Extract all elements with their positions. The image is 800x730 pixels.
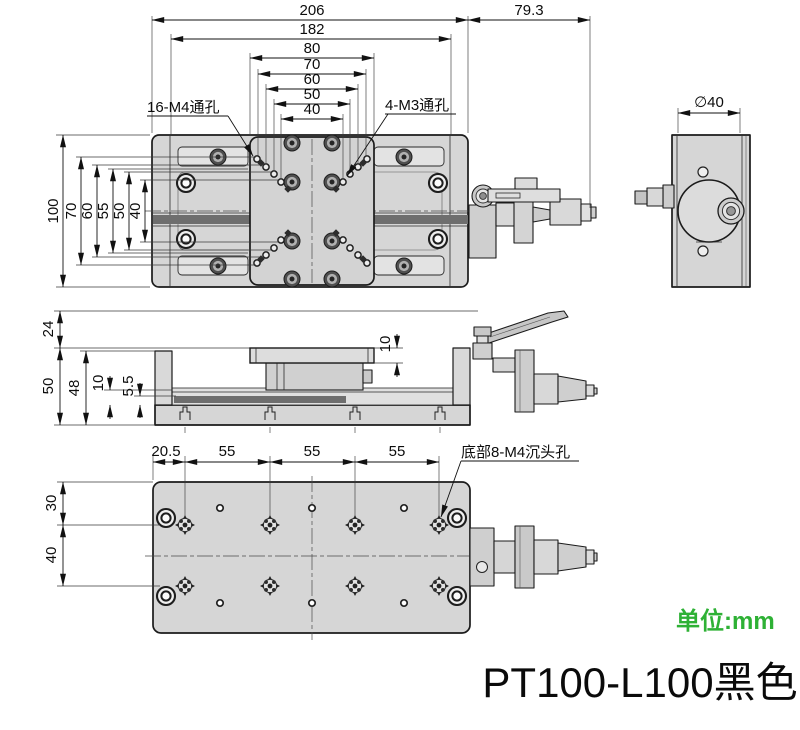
dim-55c: 55 <box>389 443 406 460</box>
clamp-lever <box>487 188 561 203</box>
bottom-view-dimensions: 20.5 55 55 55 30 40 底部8-M4沉头孔 <box>43 443 579 587</box>
counterbore-hole <box>175 228 197 250</box>
spindle-cone <box>532 206 551 223</box>
dim-10-plate: 10 <box>377 336 394 353</box>
small-holes <box>215 503 409 608</box>
dim-v60: 60 <box>79 203 96 220</box>
dim-dia40: ∅40 <box>694 94 724 111</box>
dim-v55: 55 <box>95 203 112 220</box>
counterbore-hole <box>427 172 449 194</box>
bottom-view-micrometer <box>469 525 598 589</box>
dim-24: 24 <box>40 321 57 338</box>
top-view-dimensions-vertical: 100 70 60 55 50 40 <box>45 134 279 288</box>
corner-counterbore <box>155 507 177 529</box>
end-plate-right <box>452 347 471 406</box>
counterbore-hole <box>427 228 449 250</box>
dim-70: 70 <box>304 56 321 73</box>
bottom-hole-sections <box>179 406 446 433</box>
side-view-dimensions: 24 50 48 10 5.5 10 <box>40 310 403 426</box>
dim-30: 30 <box>43 495 60 512</box>
top-view-dimensions-horizontal: 206 182 80 70 60 50 40 79.3 <box>151 2 591 208</box>
dim-55a: 55 <box>219 443 236 460</box>
corner-counterbore <box>446 585 468 607</box>
dim-v50: 50 <box>111 203 128 220</box>
bottom-view: 20.5 55 55 55 30 40 底部8-M4沉头孔 <box>43 443 598 640</box>
label-bottom-holes: 底部8-M4沉头孔 <box>461 444 570 461</box>
top-view-body <box>145 134 476 288</box>
dim-10-rail: 10 <box>90 375 107 392</box>
dim-48: 48 <box>66 380 83 397</box>
cap-screw <box>395 148 413 166</box>
dim-60: 60 <box>304 71 321 88</box>
clamp-lever-handle <box>479 310 569 345</box>
end-plate-left <box>154 350 173 406</box>
micrometer-thimble <box>557 375 587 403</box>
end-view: ∅40 <box>634 94 751 288</box>
dim-50h: 50 <box>40 378 57 395</box>
side-view-body <box>154 347 471 433</box>
cap-screw <box>395 257 413 275</box>
units-label: 单位:mm <box>676 607 775 635</box>
hole-labels: 16-M4通孔 4-M3通孔 <box>147 97 456 177</box>
dim-100: 100 <box>45 198 62 223</box>
dim-182: 182 <box>299 21 324 38</box>
dim-206: 206 <box>299 2 324 19</box>
corner-counterbore <box>155 585 177 607</box>
dim-80: 80 <box>304 40 321 57</box>
dim-40: 40 <box>304 101 321 118</box>
side-view: 24 50 48 10 5.5 10 <box>40 310 598 433</box>
dim-79-3: 79.3 <box>514 2 543 19</box>
corner-counterbore <box>446 507 468 529</box>
counterbore-hole <box>175 172 197 194</box>
top-view: 206 182 80 70 60 50 40 79.3 <box>45 2 597 288</box>
dim-row-40: 40 <box>43 547 60 564</box>
small-hole <box>697 245 709 257</box>
cap-screw <box>209 257 227 275</box>
dim-v40: 40 <box>127 203 144 220</box>
dim-v70: 70 <box>63 203 80 220</box>
top-view-micrometer <box>468 177 597 259</box>
end-clamp-lever <box>634 184 675 209</box>
small-hole <box>697 166 709 178</box>
product-title: PT100-L100黑色 <box>482 659 797 706</box>
base-plate <box>154 404 471 426</box>
dim-5-5: 5.5 <box>120 376 137 397</box>
dim-55b: 55 <box>304 443 321 460</box>
carriage <box>265 362 364 391</box>
dim-50: 50 <box>304 86 321 103</box>
end-view-dimension: ∅40 <box>677 94 741 133</box>
table-plate <box>249 347 375 364</box>
label-4-m3: 4-M3通孔 <box>385 97 449 114</box>
label-16-m4: 16-M4通孔 <box>147 99 220 116</box>
micrometer-flange <box>514 349 535 413</box>
dim-20-5: 20.5 <box>151 443 180 460</box>
bottom-view-body <box>145 476 478 640</box>
platform-table <box>249 134 375 288</box>
side-view-clamp-micrometer <box>472 310 598 413</box>
micrometer-barrel <box>549 198 582 226</box>
